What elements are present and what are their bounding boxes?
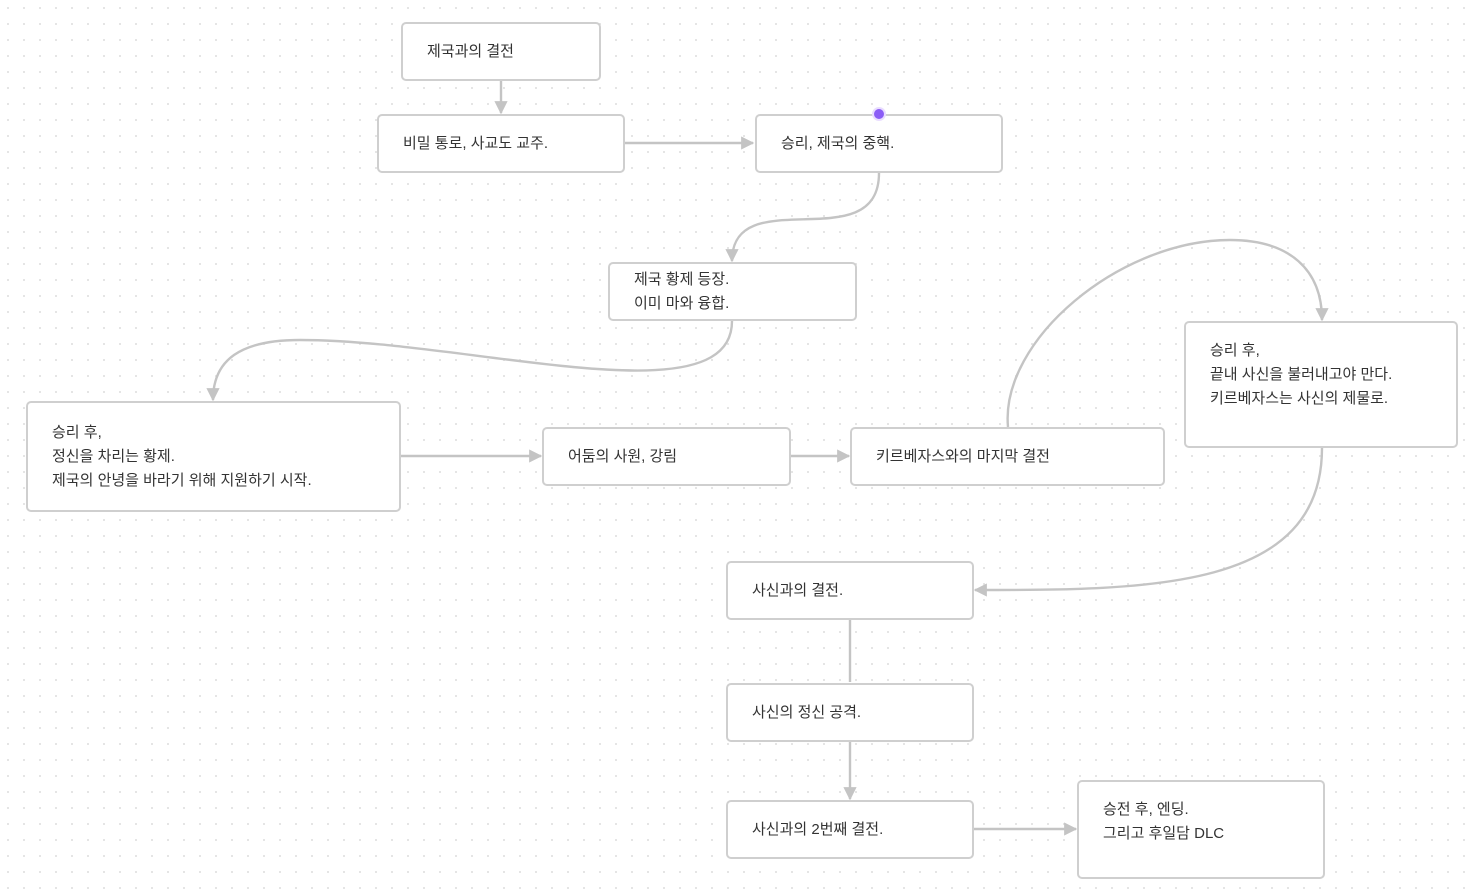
node-text-line: 승리 후,: [52, 423, 102, 441]
edge-n7-n8[interactable]: [1006, 238, 1329, 428]
node-text-line: 그리고 후일담 DLC: [1103, 825, 1225, 842]
node-n6[interactable]: 어둠의 사원, 강림: [542, 427, 791, 486]
node-n10[interactable]: 사신의 정신 공격.: [726, 683, 974, 742]
node-text-line: 승리, 제국의 중핵.: [781, 134, 895, 152]
node-n9[interactable]: 사신과의 결전.: [726, 561, 974, 620]
connection-handle[interactable]: [872, 107, 886, 121]
node-n11[interactable]: 사신과의 2번째 결전.: [726, 800, 974, 859]
node-text-line: 승전 후, 엔딩.: [1103, 801, 1189, 818]
node-text-line: 키르베자스는 사신의 제물로.: [1210, 390, 1389, 407]
node-n12[interactable]: 승전 후, 엔딩. 그리고 후일담 DLC: [1077, 780, 1325, 879]
node-text-line: 승리 후,: [1210, 342, 1260, 359]
node-text-line: 어둠의 사원, 강림: [568, 447, 678, 465]
node-text-line: 사신과의 2번째 결전.: [752, 820, 884, 838]
node-text-line: 제국과의 결전: [427, 42, 514, 60]
node-text-line: 사신의 정신 공격.: [752, 703, 862, 721]
node-text-line: 키르베자스와의 마지막 결전: [876, 447, 1050, 465]
node-n2[interactable]: 비밀 통로, 사교도 교주.: [377, 114, 625, 173]
node-n5[interactable]: 승리 후, 정신을 차리는 황제. 제국의 안녕을 바라기 위해 지원하기 시작…: [26, 401, 401, 512]
node-text-line: 비밀 통로, 사교도 교주.: [403, 134, 549, 152]
edge-n3-n4[interactable]: [725, 172, 881, 263]
node-n1[interactable]: 제국과의 결전: [401, 22, 601, 81]
edge-n4-n5[interactable]: [206, 320, 734, 402]
node-text-line: 끝내 사신을 불러내고야 만다.: [1210, 366, 1393, 383]
node-text-line: 제국의 안녕을 바라기 위해 지원하기 시작.: [52, 471, 312, 489]
node-text-line: 정신을 차리는 황제.: [52, 447, 175, 465]
node-text-line: 제국 황제 등장.: [634, 270, 730, 288]
node-n4[interactable]: 제국 황제 등장. 이미 마와 융합.: [608, 262, 857, 321]
node-text-line: 사신과의 결전.: [752, 581, 844, 599]
edge-n8-n9[interactable]: [973, 447, 1324, 597]
node-n7[interactable]: 키르베자스와의 마지막 결전: [850, 427, 1165, 486]
node-text-line: 이미 마와 융합.: [634, 294, 730, 312]
node-n8[interactable]: 승리 후, 끝내 사신을 불러내고야 만다. 키르베자스는 사신의 제물로.: [1184, 321, 1458, 448]
node-n3[interactable]: 승리, 제국의 중핵.: [755, 114, 1003, 173]
